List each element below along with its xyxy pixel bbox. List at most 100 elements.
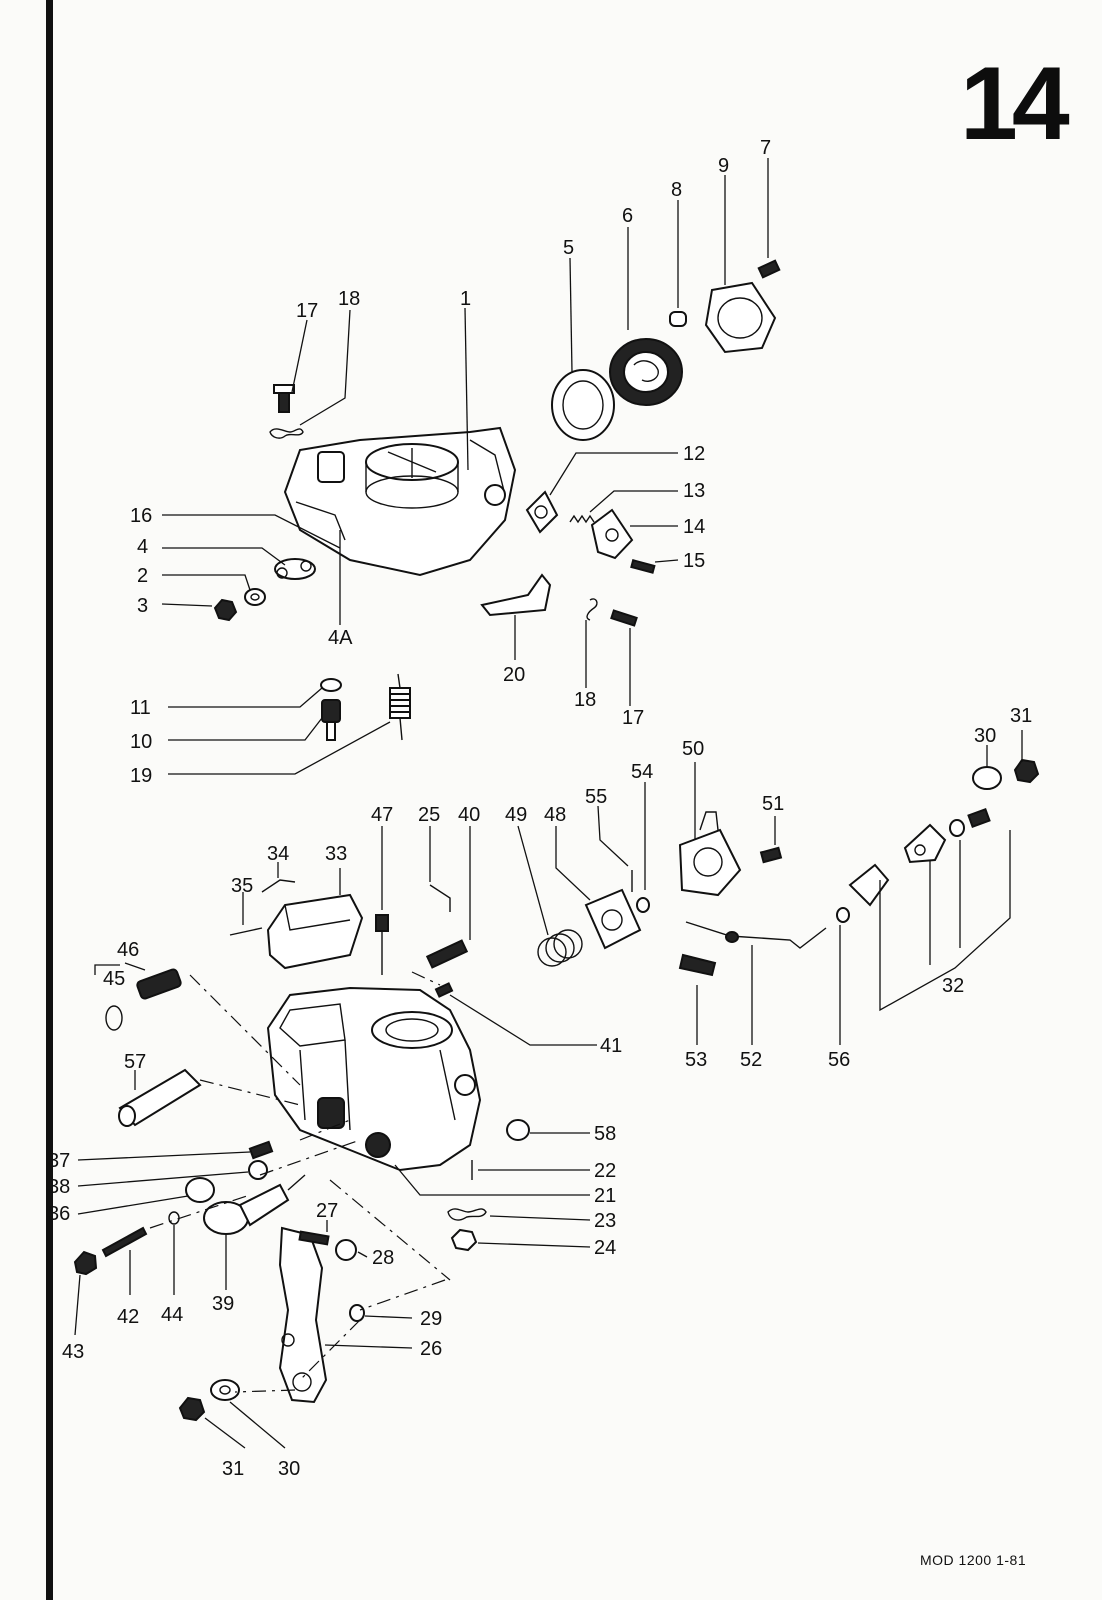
nut-31-lower bbox=[178, 1396, 206, 1422]
callout-21: 21 bbox=[594, 1185, 616, 1207]
callout-55: 55 bbox=[585, 786, 607, 808]
callout-35: 35 bbox=[231, 875, 253, 897]
callout-16: 16 bbox=[130, 505, 152, 527]
callout-1: 1 bbox=[460, 288, 471, 310]
float-pin-34 bbox=[261, 879, 296, 893]
callout-10: 10 bbox=[130, 731, 152, 753]
binding-edge bbox=[46, 0, 53, 1600]
callout-42: 42 bbox=[117, 1306, 139, 1328]
jet-40 bbox=[425, 939, 469, 969]
callout-43: 43 bbox=[62, 1341, 84, 1363]
float-33 bbox=[266, 893, 364, 970]
spring-42 bbox=[101, 1226, 148, 1258]
callout-2: 2 bbox=[137, 565, 148, 587]
callout-53: 53 bbox=[685, 1049, 707, 1071]
callout-17-upper: 17 bbox=[296, 300, 318, 322]
washer-32c bbox=[949, 819, 965, 837]
clip-23 bbox=[447, 1208, 487, 1221]
callout-7: 7 bbox=[760, 137, 771, 159]
washer-38 bbox=[248, 1160, 268, 1180]
lever-20 bbox=[480, 573, 552, 617]
washer-2 bbox=[244, 588, 266, 606]
callout-28: 28 bbox=[372, 1247, 394, 1269]
gasket-9 bbox=[704, 281, 777, 354]
thermostat-housing-6 bbox=[609, 338, 683, 406]
page-number: 14 bbox=[960, 46, 1070, 162]
jet-47 bbox=[375, 914, 389, 975]
callout-40: 40 bbox=[458, 804, 480, 826]
lever-32a bbox=[848, 863, 890, 907]
plug-41 bbox=[434, 982, 454, 998]
assembly-lines bbox=[149, 971, 451, 1393]
callout-23: 23 bbox=[594, 1210, 616, 1232]
screw-46 bbox=[105, 968, 182, 1031]
washer-30-right bbox=[972, 766, 1002, 790]
callout-44: 44 bbox=[161, 1304, 183, 1326]
throttle-lever-26 bbox=[278, 1226, 328, 1404]
bushing-28 bbox=[335, 1239, 357, 1261]
callout-30-lower: 30 bbox=[278, 1458, 300, 1480]
spacer-8 bbox=[669, 311, 687, 327]
choke-cover-5 bbox=[551, 369, 615, 441]
callout-45: 45 bbox=[103, 968, 125, 990]
callout-31-right: 31 bbox=[1010, 705, 1032, 727]
callout-58: 58 bbox=[594, 1123, 616, 1145]
diaphragm-48 bbox=[584, 888, 642, 950]
callout-50: 50 bbox=[682, 738, 704, 760]
callout-39: 39 bbox=[212, 1293, 234, 1315]
callout-14: 14 bbox=[683, 516, 705, 538]
callout-33: 33 bbox=[325, 843, 347, 865]
spring-13 bbox=[569, 514, 595, 524]
callout-51: 51 bbox=[762, 793, 784, 815]
callout-24: 24 bbox=[594, 1237, 616, 1259]
callout-20: 20 bbox=[503, 664, 525, 686]
leader-lines bbox=[74, 158, 1023, 1449]
callout-18-lower: 18 bbox=[574, 689, 596, 711]
callout-13: 13 bbox=[683, 480, 705, 502]
callout-34: 34 bbox=[267, 843, 289, 865]
washer-30-lower bbox=[210, 1379, 240, 1401]
callout-25: 25 bbox=[418, 804, 440, 826]
callout-29: 29 bbox=[420, 1308, 442, 1330]
callout-12: 12 bbox=[683, 443, 705, 465]
nut-24 bbox=[450, 1228, 478, 1252]
screw-32d bbox=[967, 808, 991, 828]
callout-56: 56 bbox=[828, 1049, 850, 1071]
callout-31-lower: 31 bbox=[222, 1458, 244, 1480]
callout-48: 48 bbox=[544, 804, 566, 826]
callout-labels: 1 2 3 4 4A 5 6 7 8 9 10 11 12 13 14 15 1… bbox=[48, 137, 1032, 1480]
screw-27 bbox=[298, 1230, 330, 1246]
screw-17-upper bbox=[273, 384, 295, 413]
needle-valve-10 bbox=[321, 699, 341, 741]
screw-37 bbox=[248, 1140, 274, 1160]
footer-code: MOD 1200 1-81 bbox=[920, 1552, 1027, 1568]
spring-53 bbox=[678, 953, 717, 977]
lever-rod-52 bbox=[685, 921, 827, 949]
gasket-12 bbox=[525, 490, 559, 534]
filter-57 bbox=[118, 1068, 202, 1127]
callout-37: 37 bbox=[48, 1150, 70, 1172]
callout-32: 32 bbox=[942, 975, 964, 997]
callout-47: 47 bbox=[371, 804, 393, 826]
tube-25 bbox=[429, 884, 451, 912]
nut-31-right bbox=[1013, 758, 1040, 784]
callout-18-upper: 18 bbox=[338, 288, 360, 310]
washer-11 bbox=[320, 678, 342, 692]
nut-3 bbox=[213, 598, 238, 622]
callout-4a: 4A bbox=[328, 627, 353, 649]
washer-44 bbox=[168, 1211, 180, 1225]
callout-38: 38 bbox=[48, 1176, 70, 1198]
callout-36: 36 bbox=[48, 1203, 70, 1225]
callout-8: 8 bbox=[671, 179, 682, 201]
spring-49 bbox=[537, 929, 583, 967]
callout-15: 15 bbox=[683, 550, 705, 572]
washer-54 bbox=[636, 897, 650, 913]
lever-4 bbox=[274, 558, 316, 580]
nut-43 bbox=[73, 1250, 98, 1276]
callout-52: 52 bbox=[740, 1049, 762, 1071]
callout-4: 4 bbox=[137, 536, 148, 558]
plug-36 bbox=[185, 1177, 215, 1203]
callout-11: 11 bbox=[130, 697, 151, 719]
diaphragm-cover-14 bbox=[590, 508, 634, 560]
